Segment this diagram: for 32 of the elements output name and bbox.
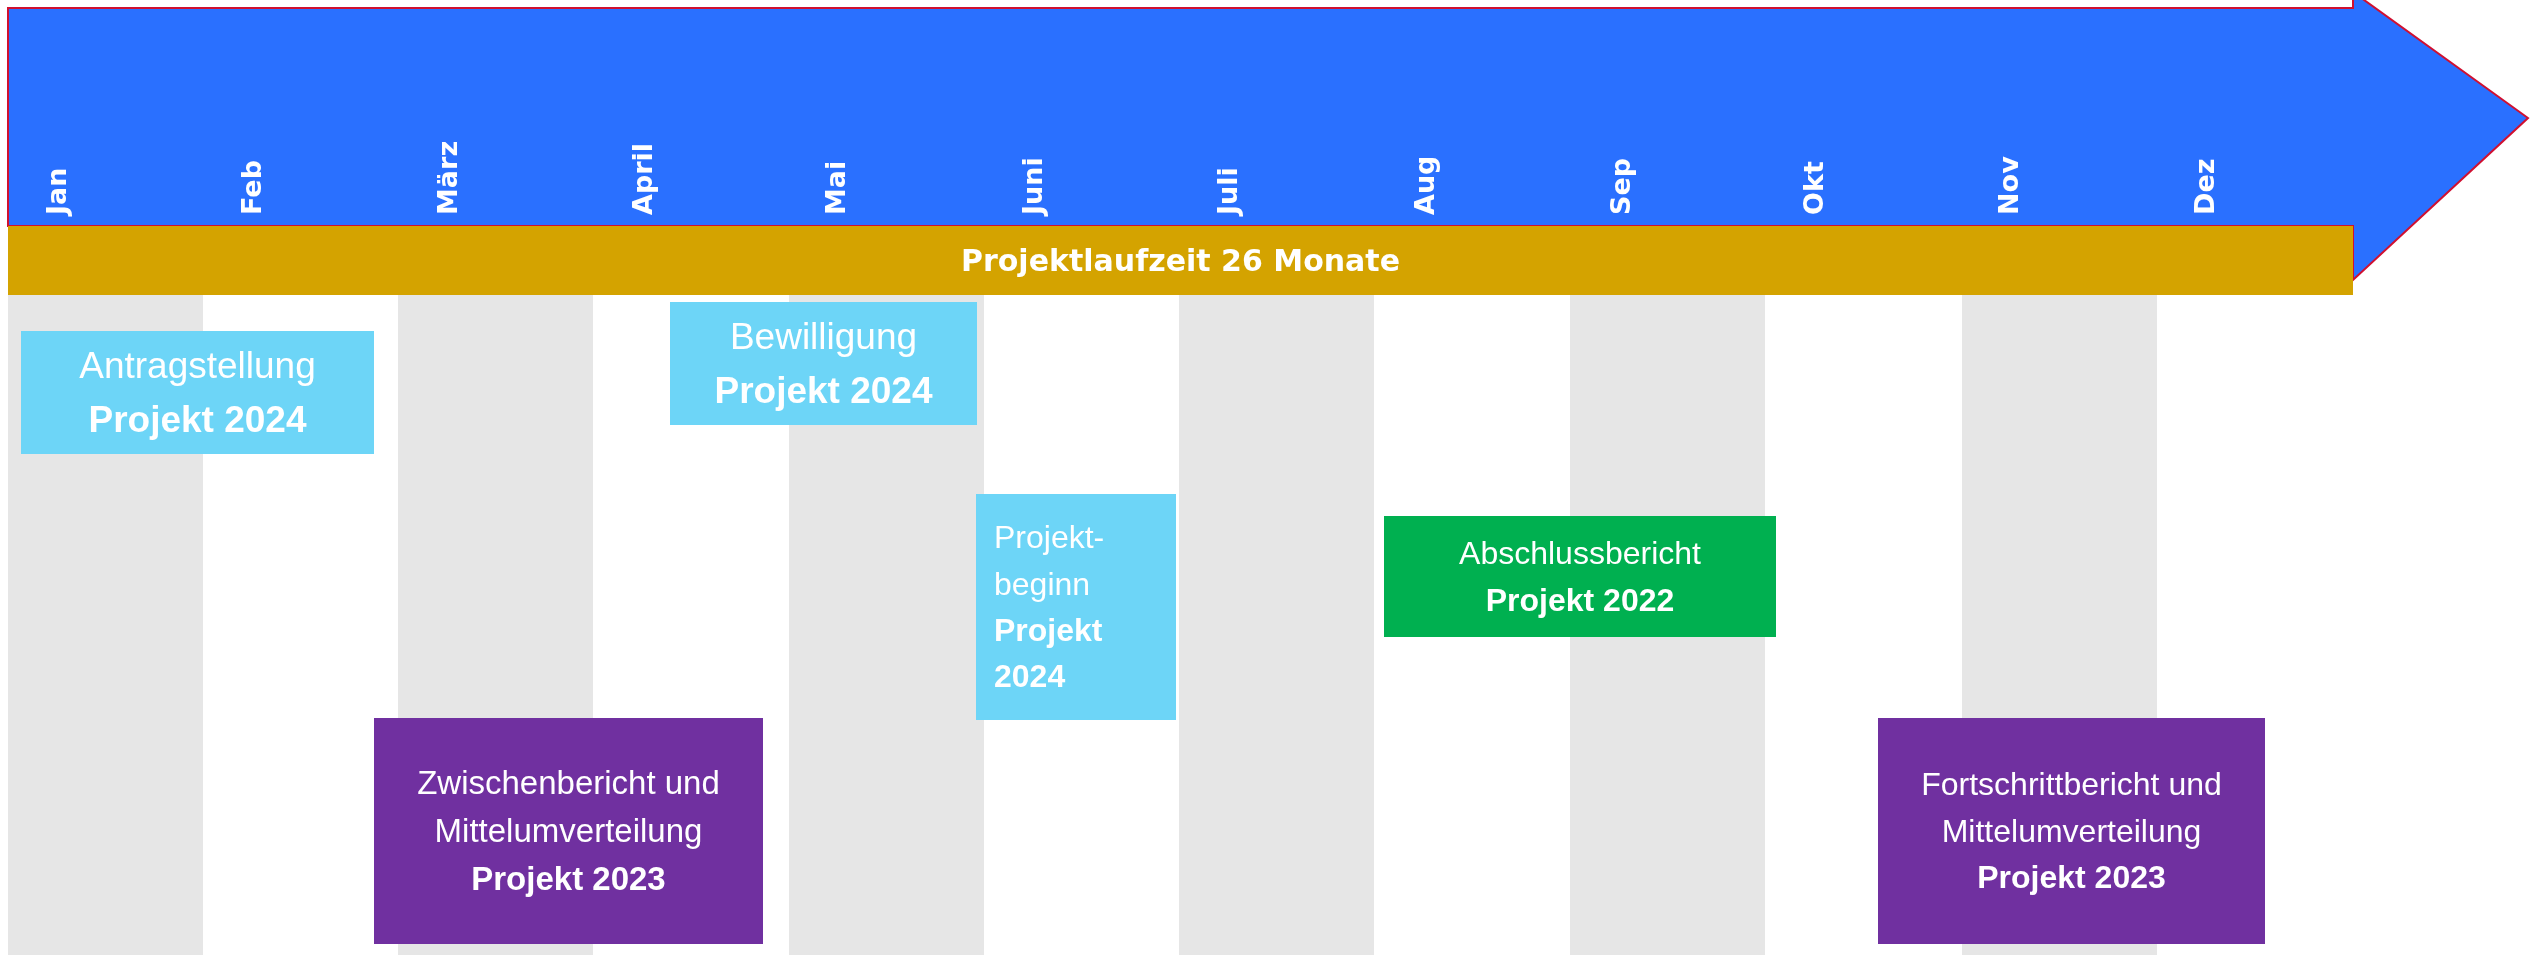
project-label: Projekt 2023 xyxy=(471,858,666,899)
month-label: Feb xyxy=(236,160,267,215)
month-label: Sep xyxy=(1605,157,1636,215)
milestone-box xyxy=(670,302,977,425)
milestone-title: Bewilligung xyxy=(729,314,918,359)
month-label: April xyxy=(627,142,658,215)
project-label: Projekt 2023 xyxy=(1977,858,2166,898)
milestone-title: Projekt- beginn xyxy=(994,518,1106,604)
milestone-title: Fortschrittbericht und Mittelumverteilung xyxy=(1920,765,2223,851)
milestone-title: Abschlussbericht xyxy=(1459,534,1701,574)
milestone-box xyxy=(976,494,1176,720)
milestone-box xyxy=(21,331,374,454)
month-label: Okt xyxy=(1798,161,1829,215)
month-label: Dez xyxy=(2189,158,2220,215)
month-label: Juli xyxy=(1212,167,1243,215)
bar-label: Projektlaufzeit 26 Monate xyxy=(960,241,1401,280)
month-label: Aug xyxy=(1409,155,1440,215)
milestone-box xyxy=(1878,718,2265,944)
month-label: März xyxy=(432,140,463,215)
milestone-title: Antragstellung xyxy=(79,343,316,388)
month-label: Juni xyxy=(1017,157,1048,215)
duration-bar xyxy=(8,226,2353,295)
project-label: Projekt 2024 xyxy=(88,397,307,442)
month-label: Nov xyxy=(1993,156,2024,215)
milestone-title: Zwischenbericht und Mittelumverteilung xyxy=(416,763,721,852)
month-label: Jan xyxy=(41,167,72,215)
milestone-box xyxy=(374,718,763,944)
project-label: Projekt 2024 xyxy=(714,368,933,413)
month-label: Mai xyxy=(820,160,851,215)
project-label: Projekt 2022 xyxy=(1485,580,1675,620)
project-label: Projekt 2024 xyxy=(994,611,1104,697)
milestone-box xyxy=(1384,516,1776,637)
